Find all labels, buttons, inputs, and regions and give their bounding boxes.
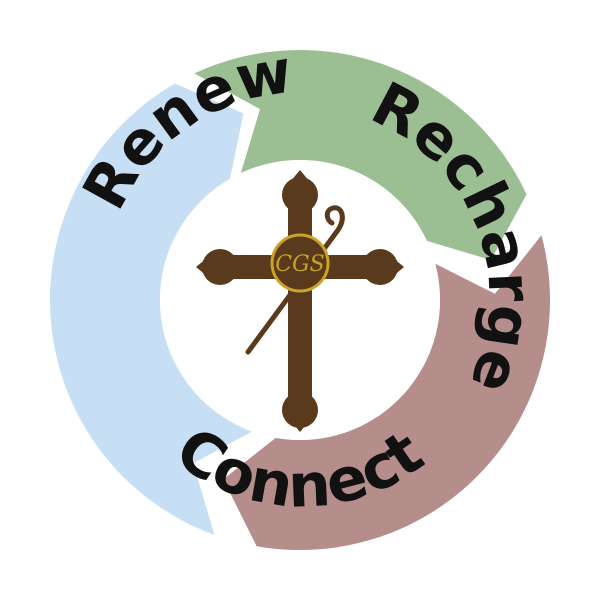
cross-icon bbox=[196, 170, 404, 432]
logo-monogram: CGS bbox=[275, 252, 324, 277]
cross-with-crozier-icon: CGS bbox=[196, 170, 404, 432]
segment-renew bbox=[194, 49, 527, 261]
segment-connect bbox=[49, 83, 253, 535]
segment-recharge bbox=[223, 235, 551, 551]
monogram-medallion bbox=[270, 233, 330, 293]
